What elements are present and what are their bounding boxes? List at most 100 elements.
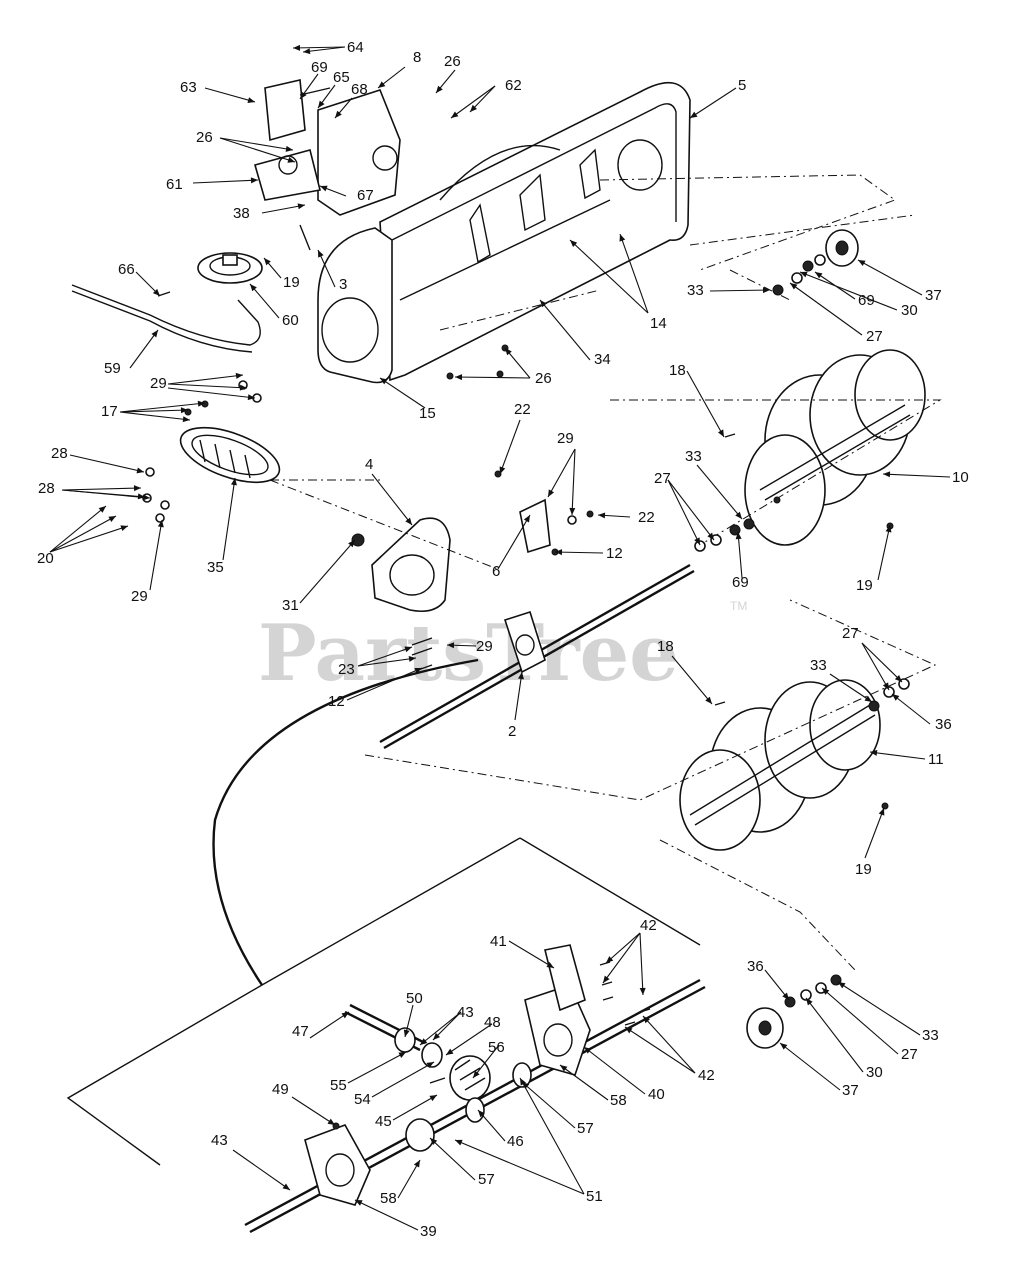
leader-line (119, 411, 191, 421)
leader-line (547, 448, 576, 498)
leader-arrowhead (878, 808, 885, 816)
leader-arrowhead (250, 284, 257, 292)
flange-bearing-lower (746, 1007, 784, 1049)
leader-arrowhead (735, 532, 742, 540)
leader-arrowhead (420, 1038, 428, 1045)
callout-35: 35 (207, 559, 224, 576)
leader-line (49, 515, 117, 553)
leader-line (302, 46, 346, 53)
callout-27: 27 (866, 328, 883, 345)
leader-arrowhead (408, 655, 416, 662)
leader-line (49, 525, 129, 553)
callout-4: 4 (365, 456, 373, 473)
leader-arrowhead (894, 674, 902, 682)
callout-67: 67 (357, 187, 374, 204)
auger-upper (744, 349, 926, 546)
leader-lines (49, 44, 951, 1231)
callout-27: 27 (654, 470, 671, 487)
leader-arrowhead (348, 540, 355, 548)
watermark: PartsTree (258, 608, 679, 699)
leader-line (569, 239, 649, 314)
callout-20: 20 (37, 550, 54, 567)
inset-border (66, 837, 701, 1166)
leader-arrowhead (231, 478, 237, 486)
leader-line (864, 807, 885, 859)
leader-arrowhead (555, 549, 563, 556)
callout-45: 45 (375, 1113, 392, 1130)
callout-42: 42 (640, 917, 657, 934)
leader-line (709, 289, 771, 292)
callout-6: 6 (492, 563, 500, 580)
leader-line (292, 46, 346, 49)
callout-12: 12 (328, 693, 345, 710)
leader-arrowhead (546, 961, 554, 968)
leader-arrowhead (570, 240, 578, 247)
leader-line (686, 370, 725, 438)
callout-60: 60 (282, 312, 299, 329)
leader-line (829, 673, 873, 703)
leader-arrowhead (180, 407, 188, 414)
callout-51: 51 (586, 1188, 603, 1205)
leader-arrowhead (436, 85, 443, 93)
leader-line (667, 479, 701, 546)
leader-arrowhead (327, 1118, 335, 1125)
leader-arrowhead (505, 348, 512, 356)
leader-arrowhead (398, 1052, 406, 1058)
leader-arrowhead (451, 111, 459, 118)
callout-27: 27 (842, 625, 859, 642)
callout-26: 26 (535, 370, 552, 387)
callout-19: 19 (856, 577, 873, 594)
leader-line (419, 1011, 462, 1046)
leader-arrowhead (108, 516, 116, 522)
leader-line (167, 374, 244, 385)
callout-19: 19 (283, 274, 300, 291)
leader-line (129, 329, 159, 369)
callout-29: 29 (150, 375, 167, 392)
callout-labels: 64 8 26 62 63 69 65 68 5 26 61 67 38 19 … (37, 39, 969, 1240)
leader-arrowhead (548, 489, 555, 497)
callout-69: 69 (732, 574, 749, 591)
leader-arrowhead (182, 416, 190, 423)
leader-line (583, 1046, 646, 1095)
leader-line (309, 1011, 350, 1039)
leader-line (861, 642, 890, 691)
pulley (197, 252, 263, 284)
leader-arrowhead (523, 515, 530, 523)
leader-arrowhead (603, 975, 610, 983)
callout-43: 43 (457, 1004, 474, 1021)
leader-arrowhead (285, 145, 293, 152)
leader-line (49, 505, 107, 553)
leader-arrowhead (142, 494, 150, 501)
callout-23: 23 (338, 661, 355, 678)
callout-56: 56 (488, 1039, 505, 1056)
lower-housing-left (304, 1124, 371, 1206)
callout-39: 39 (420, 1223, 437, 1240)
callout-36: 36 (747, 958, 764, 975)
leader-line (869, 751, 926, 760)
leader-line (222, 477, 236, 561)
leader-arrowhead (378, 81, 386, 88)
leader-arrowhead (780, 1043, 788, 1050)
leader-line (696, 464, 743, 520)
leader-arrowhead (625, 1027, 633, 1034)
callout-49: 49 (272, 1081, 289, 1098)
callout-37: 37 (925, 287, 942, 304)
leader-line (737, 531, 743, 579)
leader-line (837, 981, 921, 1036)
leader-arrowhead (499, 466, 506, 474)
auger-lower (679, 679, 881, 851)
leader-line (602, 932, 641, 984)
leader-line (392, 1094, 438, 1121)
leader-arrowhead (560, 1065, 568, 1072)
leader-line (539, 299, 591, 361)
leader-arrowhead (446, 1048, 454, 1055)
leader-line (204, 87, 256, 103)
callout-57: 57 (577, 1120, 594, 1137)
callout-30: 30 (901, 302, 918, 319)
callout-14: 14 (650, 315, 667, 332)
callout-36: 36 (935, 716, 952, 733)
leader-arrowhead (815, 272, 823, 279)
leader-line (379, 377, 426, 409)
callout-59: 59 (104, 360, 121, 377)
chute-opening (179, 426, 281, 484)
